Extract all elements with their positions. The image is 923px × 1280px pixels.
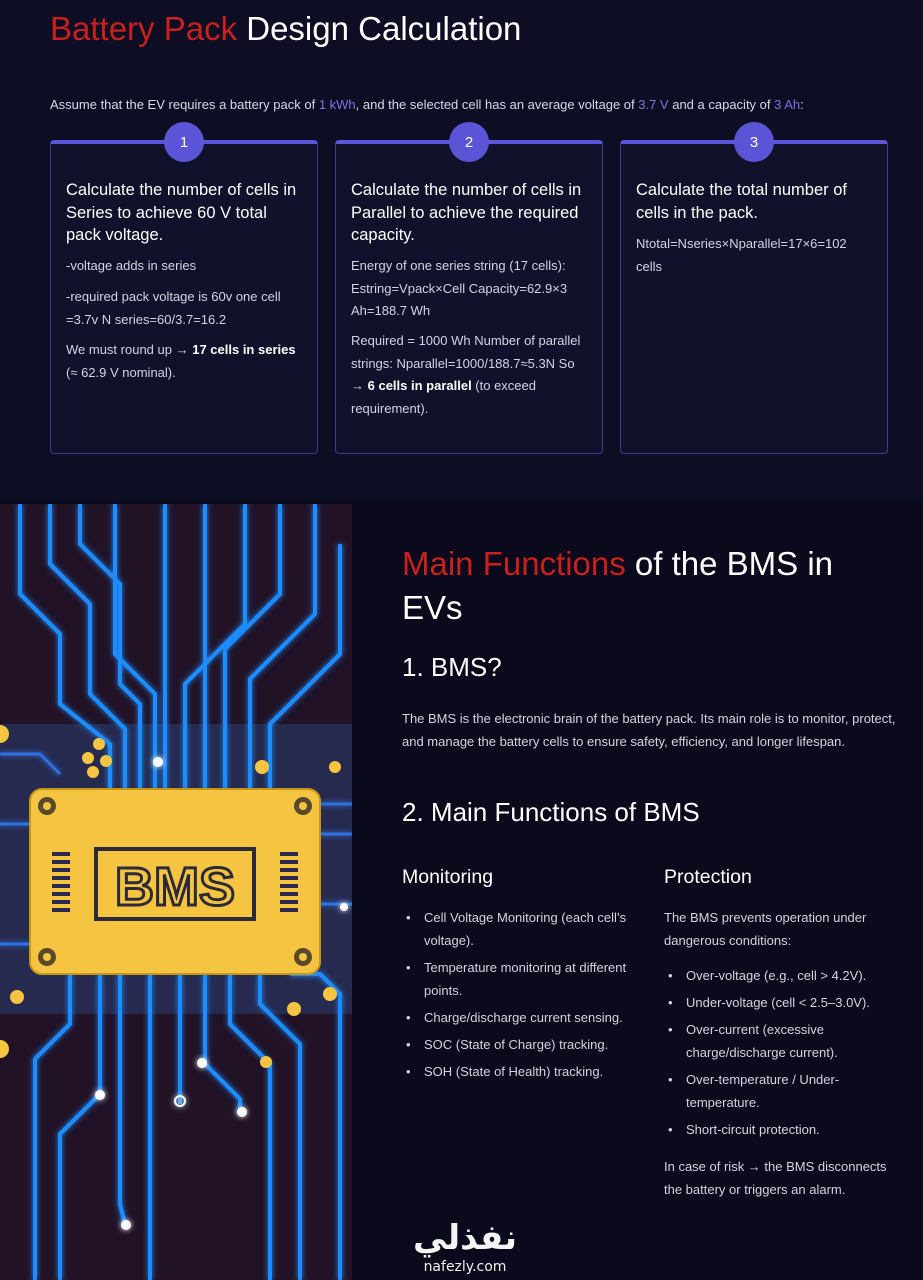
step-card-series: 1 Calculate the number of cells in Serie… bbox=[50, 122, 318, 454]
intro-part: , and the selected cell has an average v… bbox=[355, 97, 639, 112]
title-accent: Main Functions bbox=[402, 545, 626, 582]
list-item: Temperature monitoring at different poin… bbox=[402, 956, 632, 1002]
step-card-total: 3 Calculate the total number of cells in… bbox=[620, 122, 888, 454]
text-part: (to exceed requirement). bbox=[351, 378, 537, 416]
watermark-url: nafezly.com bbox=[423, 1259, 507, 1275]
card-title: Calculate the number of cells in Paralle… bbox=[351, 181, 582, 244]
list-item: Over-temperature / Under-temperature. bbox=[664, 1068, 899, 1114]
heading-main-functions: 2. Main Functions of BMS bbox=[402, 797, 700, 827]
cell-capacity-value: 3 Ah bbox=[774, 97, 801, 112]
list-item: Under-voltage (cell < 2.5–3.0V). bbox=[664, 991, 899, 1014]
intro-part: and a capacity of bbox=[668, 97, 775, 112]
parallel-result: 6 cells in parallel bbox=[367, 378, 472, 393]
design-calculation-section: Battery Pack Design Calculation Assume t… bbox=[0, 0, 923, 500]
list-item: SOC (State of Charge) tracking. bbox=[402, 1033, 632, 1056]
led-lights bbox=[95, 757, 348, 1230]
pack-energy-value: 1 kWh bbox=[318, 97, 356, 112]
text-part: Required = 1000 Wh Number of parallel st… bbox=[351, 333, 581, 393]
bms-definition-text: The BMS is the electronic brain of the b… bbox=[402, 711, 896, 749]
solder-pads bbox=[0, 725, 341, 1068]
card-text: We must round up → 17 cells in series (≈… bbox=[66, 339, 306, 384]
list-item: Over-current (excessive charge/discharge… bbox=[664, 1018, 899, 1064]
list-item: Charge/discharge current sensing. bbox=[402, 1006, 632, 1029]
monitoring-list: Cell Voltage Monitoring (each cell’s vol… bbox=[402, 906, 632, 1087]
protection-outro: In case of risk → the BMS disconnects th… bbox=[664, 1159, 887, 1197]
heading-what-is-bms: 1. BMS? bbox=[402, 652, 502, 682]
intro-part: : bbox=[800, 97, 804, 112]
step-number-badge: 3 bbox=[734, 122, 774, 162]
monitoring-title: Monitoring bbox=[402, 866, 494, 888]
card-text: Energy of one series string (17 cells): … bbox=[351, 258, 568, 318]
title-rest: Design Calculation bbox=[246, 10, 522, 47]
list-item: Over-voltage (e.g., cell > 4.2V). bbox=[664, 964, 899, 987]
series-result: 17 cells in series bbox=[192, 342, 296, 357]
card-text: -required pack voltage is 60v one cell =… bbox=[66, 289, 281, 327]
watermark-arabic: نفذلي bbox=[412, 1218, 518, 1258]
circuit-traces-side bbox=[0, 752, 352, 946]
list-item: SOH (State of Health) tracking. bbox=[402, 1060, 632, 1083]
chip-label: BMS bbox=[115, 857, 235, 917]
card-text: Ntotal=Nseries×Nparallel=17×6=102 cells bbox=[636, 236, 847, 274]
intro-part: Assume that the EV requires a battery pa… bbox=[50, 97, 319, 112]
step-number-badge: 2 bbox=[449, 122, 489, 162]
intro-text: Assume that the EV requires a battery pa… bbox=[50, 97, 890, 112]
section-title: Battery Pack Design Calculation bbox=[50, 10, 521, 48]
bms-chip: BMS bbox=[29, 788, 321, 975]
card-text: -voltage adds in series bbox=[66, 258, 197, 273]
step-card-parallel: 2 Calculate the number of cells in Paral… bbox=[335, 122, 603, 454]
circuit-traces-top bbox=[18, 504, 342, 789]
watermark-logo: نفذلي nafezly.com bbox=[400, 1218, 530, 1280]
step-number-badge: 1 bbox=[164, 122, 204, 162]
protection-intro: The BMS prevents operation under dangero… bbox=[664, 910, 867, 948]
list-item: Cell Voltage Monitoring (each cell’s vol… bbox=[402, 906, 632, 952]
text-part: We must round up → bbox=[66, 342, 193, 357]
protection-title: Protection bbox=[664, 866, 752, 888]
circuit-board-image: BMS bbox=[0, 504, 352, 1280]
title-rest: of the BMS in EVs bbox=[402, 545, 834, 626]
circuit-traces-bottom bbox=[33, 972, 342, 1280]
card-title: Calculate the total number of cells in t… bbox=[636, 181, 847, 222]
bms-circuit-illustration: BMS bbox=[0, 504, 352, 1280]
protection-list: Over-voltage (e.g., cell > 4.2V). Under-… bbox=[664, 964, 899, 1145]
card-title: Calculate the number of cells in Series … bbox=[66, 181, 297, 244]
list-item: Short-circuit protection. bbox=[664, 1118, 899, 1141]
card-text: Required = 1000 Wh Number of parallel st… bbox=[351, 330, 591, 420]
cell-voltage-value: 3.7 V bbox=[638, 97, 669, 112]
text-part: (≈ 62.9 V nominal). bbox=[66, 364, 176, 380]
title-accent: Battery Pack bbox=[50, 10, 238, 47]
bms-section-title: Main Functions of the BMS in EVs bbox=[402, 542, 902, 630]
